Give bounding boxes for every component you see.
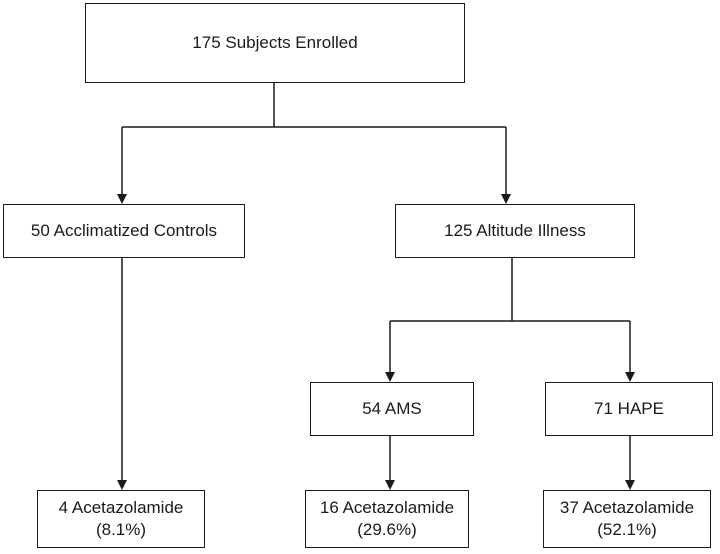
node-acetazolamide-controls: 4 Acetazolamide (8.1%): [37, 490, 205, 548]
node-label: 54 AMS: [362, 399, 422, 418]
node-label: 71 HAPE: [594, 399, 664, 418]
node-label-count: 16 Acetazolamide: [319, 498, 455, 517]
node-label-percent: (8.1%): [95, 520, 147, 539]
node-label-percent: (29.6%): [357, 520, 417, 539]
node-hape: 71 HAPE: [545, 382, 713, 436]
node-label: 175 Subjects Enrolled: [192, 33, 358, 52]
node-ams: 54 AMS: [310, 382, 474, 436]
node-acclimatized-controls: 50 Acclimatized Controls: [3, 204, 245, 258]
node-label-count: 4 Acetazolamide: [58, 498, 184, 517]
node-acetazolamide-ams: 16 Acetazolamide (29.6%): [305, 490, 469, 548]
node-label: 50 Acclimatized Controls: [30, 221, 218, 240]
node-label: 125 Altitude Illness: [444, 221, 586, 240]
node-label-count: 37 Acetazolamide: [559, 498, 695, 517]
node-subjects-enrolled: 175 Subjects Enrolled: [85, 3, 465, 83]
node-acetazolamide-hape: 37 Acetazolamide (52.1%): [543, 490, 711, 548]
node-label-percent: (52.1%): [597, 520, 657, 539]
node-altitude-illness: 125 Altitude Illness: [395, 204, 635, 258]
